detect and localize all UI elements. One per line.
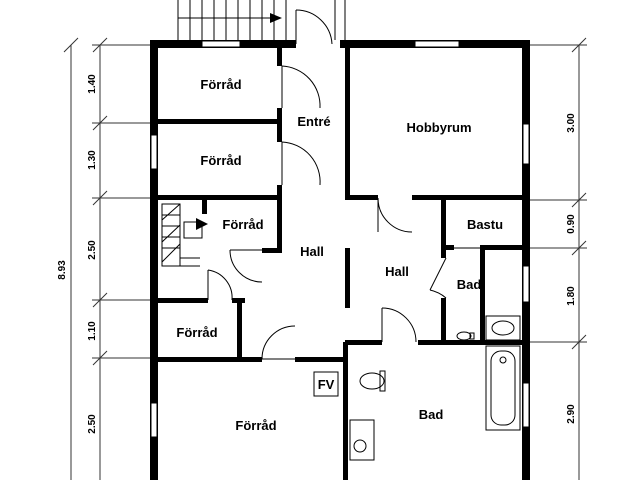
room-label-hall-left: Hall: [300, 244, 324, 259]
room-label-bastu: Bastu: [467, 217, 503, 232]
room-label-forrad-1: Förråd: [200, 77, 241, 92]
room-label-forrad-2: Förråd: [200, 153, 241, 168]
room-label-forrad-3: Förråd: [222, 217, 263, 232]
dim-left-3: 2.50: [87, 240, 98, 260]
dim-left-5: 2.50: [87, 414, 98, 434]
fixtures: [313, 315, 521, 461]
dim-left-2: 1.30: [87, 150, 98, 170]
room-label-hall-center: Hall: [385, 264, 409, 279]
room-label-bad-small: Bad: [457, 277, 482, 292]
exterior-stairs: [177, 0, 346, 40]
doors: [207, 9, 480, 360]
windows: [150, 40, 530, 438]
room-label-entre: Entré: [297, 114, 330, 129]
walls: [150, 40, 530, 480]
dim-left-total: 8.93: [57, 260, 68, 280]
dim-right-4: 2.90: [566, 404, 577, 424]
dim-right-2: 0.90: [566, 214, 577, 234]
dim-right-3: 1.80: [566, 286, 577, 306]
room-label-forrad-4: Förråd: [176, 325, 217, 340]
fv-label: FV: [318, 377, 335, 392]
dim-left-4: 1.10: [87, 321, 98, 341]
room-label-forrad-5: Förråd: [235, 418, 276, 433]
stairs-arrow-icon: [270, 13, 282, 23]
dim-right-1: 3.00: [566, 113, 577, 133]
room-label-hobbyrum: Hobbyrum: [407, 120, 472, 135]
interior-stairs: [161, 203, 203, 267]
room-label-bad-large: Bad: [419, 407, 444, 422]
dimension-lines: [63, 37, 587, 480]
dim-left-1: 1.40: [87, 74, 98, 94]
stairs-arrow-icon: [196, 218, 208, 230]
